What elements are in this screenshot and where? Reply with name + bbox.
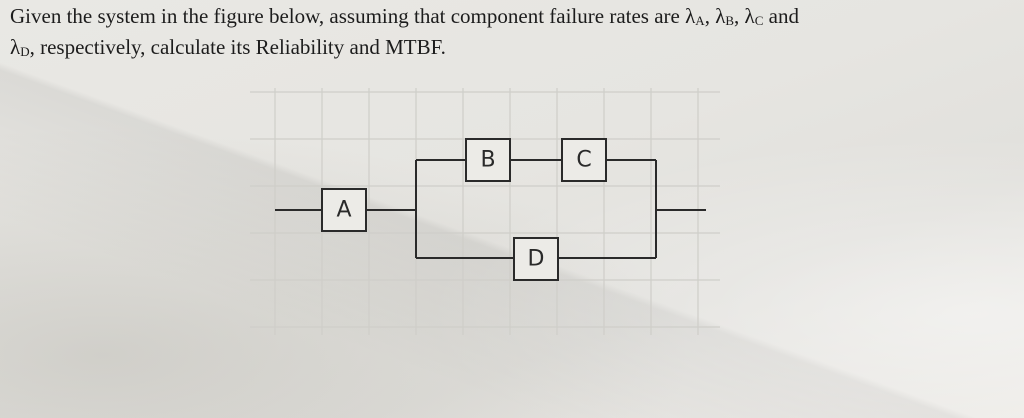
question-suffix: , respectively, calculate its Reliabilit…: [29, 35, 446, 59]
question-text: Given the system in the figure below, as…: [10, 4, 799, 59]
block-a: A: [321, 188, 367, 232]
block-d: D: [513, 237, 559, 281]
lambda-c: λC: [744, 4, 764, 28]
block-b-label: B: [480, 148, 495, 173]
question-prefix: Given the system in the figure below, as…: [10, 4, 686, 28]
block-a-label: A: [336, 198, 351, 223]
lambda-d: λD: [10, 35, 30, 59]
block-b: B: [465, 138, 511, 182]
block-c-label: C: [576, 148, 591, 173]
block-c: C: [561, 138, 607, 182]
block-d-label: D: [528, 247, 545, 272]
graph-paper-grid: [250, 88, 720, 335]
lambda-a: λA: [685, 4, 705, 28]
connection-wires: [275, 159, 706, 259]
lambda-b: λB: [715, 4, 735, 28]
